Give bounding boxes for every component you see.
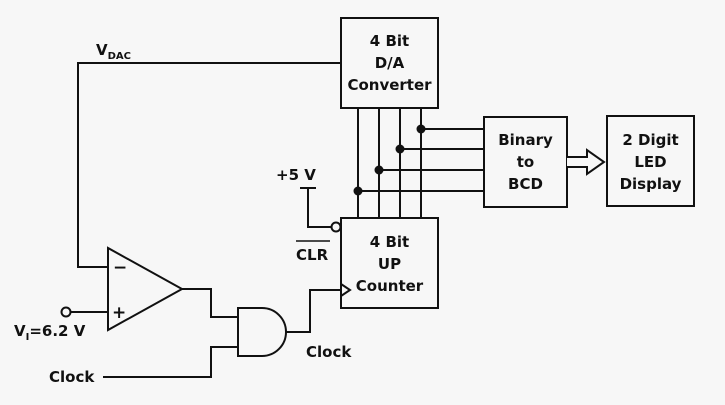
clr-bubble xyxy=(330,221,342,233)
bcd-line-3-label: BCD xyxy=(508,175,543,193)
supply-label: +5 V xyxy=(276,166,316,184)
vi-label-main: V xyxy=(14,322,26,340)
vdac-label: VDAC xyxy=(96,41,131,62)
display-line-2: LED xyxy=(634,153,666,171)
bcd-block: Binary to BCD xyxy=(483,116,568,208)
and-gate xyxy=(237,307,287,357)
clr-label: CLR xyxy=(296,246,329,264)
junction-dot xyxy=(416,124,426,134)
vdac-label-sub: DAC xyxy=(108,51,131,62)
counter-line-3: Counter xyxy=(356,277,424,295)
junction-dots xyxy=(353,124,426,196)
comparator-output-wire xyxy=(182,288,238,318)
vi-label-sub: I xyxy=(26,332,30,343)
dac-line-1: 4 Bit xyxy=(370,32,409,50)
dac-line-3: Converter xyxy=(347,76,432,94)
clock-gate-label: Clock xyxy=(306,343,352,361)
vi-label-value: =6.2 V xyxy=(29,322,85,340)
vdac-feedback-wire xyxy=(77,62,341,268)
bcd-line-2-label: to xyxy=(517,153,534,171)
vi-label: VI=6.2 V xyxy=(14,322,86,343)
supply-wire xyxy=(300,187,331,228)
clock-edge-marker xyxy=(340,283,352,297)
vi-terminal xyxy=(60,306,72,318)
dac-line-2: D/A xyxy=(375,54,405,72)
junction-dot xyxy=(374,165,384,175)
comparator-plus: + xyxy=(112,303,126,323)
dac-block: 4 Bit D/A Converter xyxy=(340,17,439,109)
comparator: − + xyxy=(107,246,185,332)
display-block: 2 Digit LED Display xyxy=(606,115,695,207)
vdac-label-main: V xyxy=(96,41,108,59)
clock-input-label: Clock xyxy=(49,368,95,386)
junction-dot xyxy=(395,144,405,154)
bcd-line-1-label: Binary xyxy=(498,131,553,149)
bus-arrow xyxy=(567,148,606,176)
gate-output-wire xyxy=(285,289,341,333)
display-line-3: Display xyxy=(620,175,682,193)
counter-line-2: UP xyxy=(378,255,401,273)
counter-block: 4 Bit UP Counter xyxy=(340,217,439,309)
display-line-1: 2 Digit xyxy=(622,131,678,149)
clock-input-wire xyxy=(103,346,238,378)
junction-dot xyxy=(353,186,363,196)
counter-line-1: 4 Bit xyxy=(370,233,409,251)
comparator-minus: − xyxy=(113,258,127,278)
